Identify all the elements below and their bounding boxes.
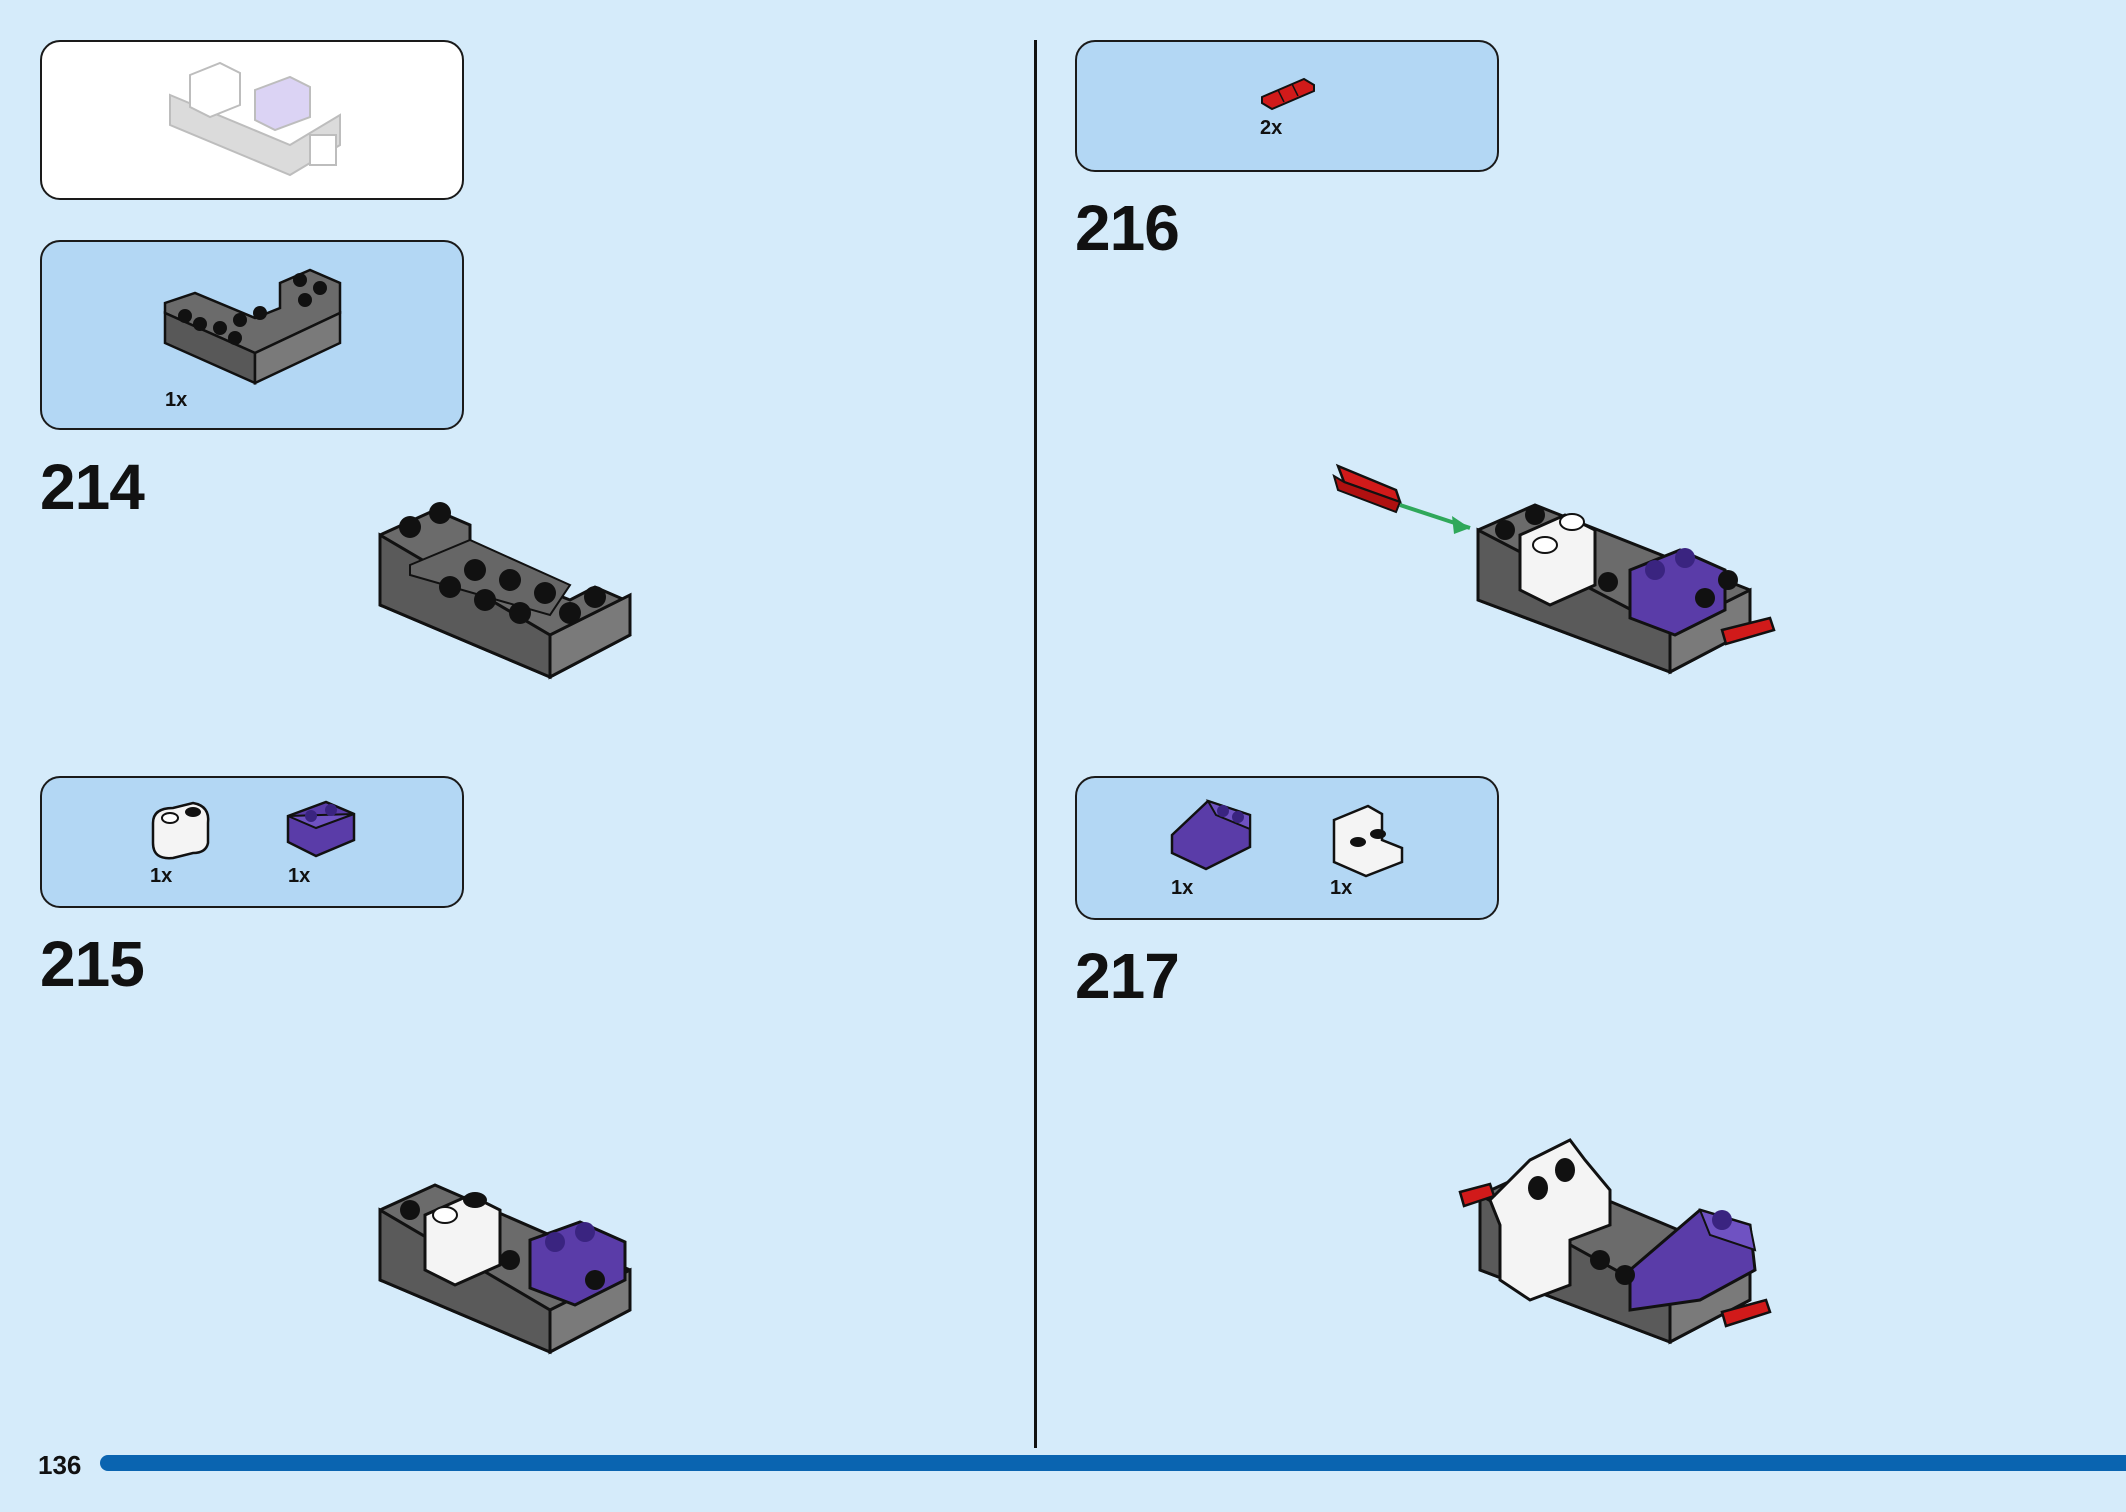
step-215-assembly bbox=[378, 1183, 632, 1355]
step-214-number: 214 bbox=[40, 451, 145, 523]
step-215-part1-qty: 1x bbox=[150, 865, 173, 887]
step-216-parts-box bbox=[1075, 40, 1499, 172]
step-217-part2-qty: 1x bbox=[1330, 877, 1353, 899]
purple-brick-icon bbox=[286, 800, 356, 858]
step-217-number: 217 bbox=[1075, 940, 1180, 1012]
step-216-number: 216 bbox=[1075, 192, 1180, 264]
preview-assembly-icon bbox=[169, 61, 341, 177]
step-216-part-qty: 2x bbox=[1260, 117, 1283, 139]
step-214-part-qty: 1x bbox=[165, 389, 188, 411]
step-215-parts-box bbox=[40, 776, 464, 908]
step-216-assembly bbox=[1332, 463, 1776, 675]
beam-brick-icon bbox=[163, 268, 342, 385]
step-215-part2-qty: 1x bbox=[288, 865, 311, 887]
purple-slope-icon bbox=[1170, 799, 1252, 871]
step-217-assembly bbox=[1458, 1138, 1772, 1345]
preview-box bbox=[40, 40, 464, 200]
white-brick-icon bbox=[151, 801, 210, 860]
white-bracket-icon bbox=[1332, 804, 1404, 878]
red-pin-icon bbox=[1261, 77, 1315, 111]
page-divider bbox=[1034, 40, 1037, 1448]
step-217-part1-qty: 1x bbox=[1171, 877, 1194, 899]
step-217-parts-box bbox=[1075, 776, 1499, 920]
step-214-assembly bbox=[378, 502, 632, 680]
page-number: 136 bbox=[38, 1450, 82, 1480]
progress-bar bbox=[100, 1455, 2126, 1471]
step-215-number: 215 bbox=[40, 928, 145, 1000]
